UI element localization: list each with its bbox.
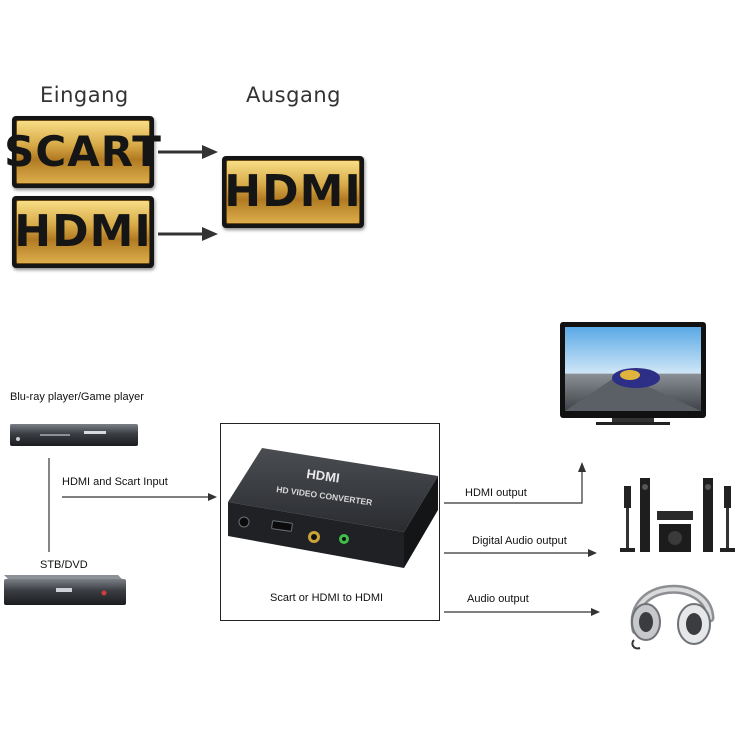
hdmi-output-label: HDMI output	[465, 487, 527, 499]
hdmi-output-badge-text: HDMI	[224, 166, 362, 217]
top-arrows	[158, 145, 218, 241]
audio-output-label: Audio output	[467, 593, 529, 605]
hdmi-output-arrow	[444, 462, 586, 504]
hdmi-input-badge-text: HDMI	[14, 206, 152, 257]
audio-output-arrow	[444, 608, 600, 616]
tv-icon	[560, 322, 706, 425]
digital-audio-output-arrow	[444, 549, 597, 557]
output-heading: Ausgang	[246, 83, 341, 107]
input-arrow	[62, 493, 217, 501]
stb-label: STB/DVD	[40, 559, 88, 571]
bluray-player-icon	[10, 424, 138, 446]
converter-device-icon: HDMI HD VIDEO CONVERTER	[228, 448, 438, 568]
digital-audio-output-label: Digital Audio output	[472, 535, 567, 547]
arrow-scart-to-hdmi	[158, 145, 218, 159]
hdmi-output-badge: HDMI	[222, 156, 364, 228]
hdmi-input-badge: HDMI	[12, 196, 154, 268]
input-connection-label: HDMI and Scart Input	[62, 476, 168, 488]
converter-caption: Scart or HDMI to HDMI	[270, 592, 384, 604]
input-heading: Eingang	[40, 83, 129, 107]
arrow-hdmi-to-hdmi	[158, 227, 218, 241]
scart-badge-text: SCART	[4, 127, 162, 176]
speaker-system-icon	[620, 478, 735, 552]
bluray-label: Blu-ray player/Game player	[10, 391, 144, 403]
converter-brand-text: HDMI	[306, 466, 341, 485]
connection-diagram: HDMI HD VIDEO CONVERTER	[4, 322, 735, 650]
headphones-icon	[630, 584, 715, 650]
stb-dvd-icon	[4, 575, 126, 605]
scart-input-badge: SCART	[4, 116, 161, 188]
